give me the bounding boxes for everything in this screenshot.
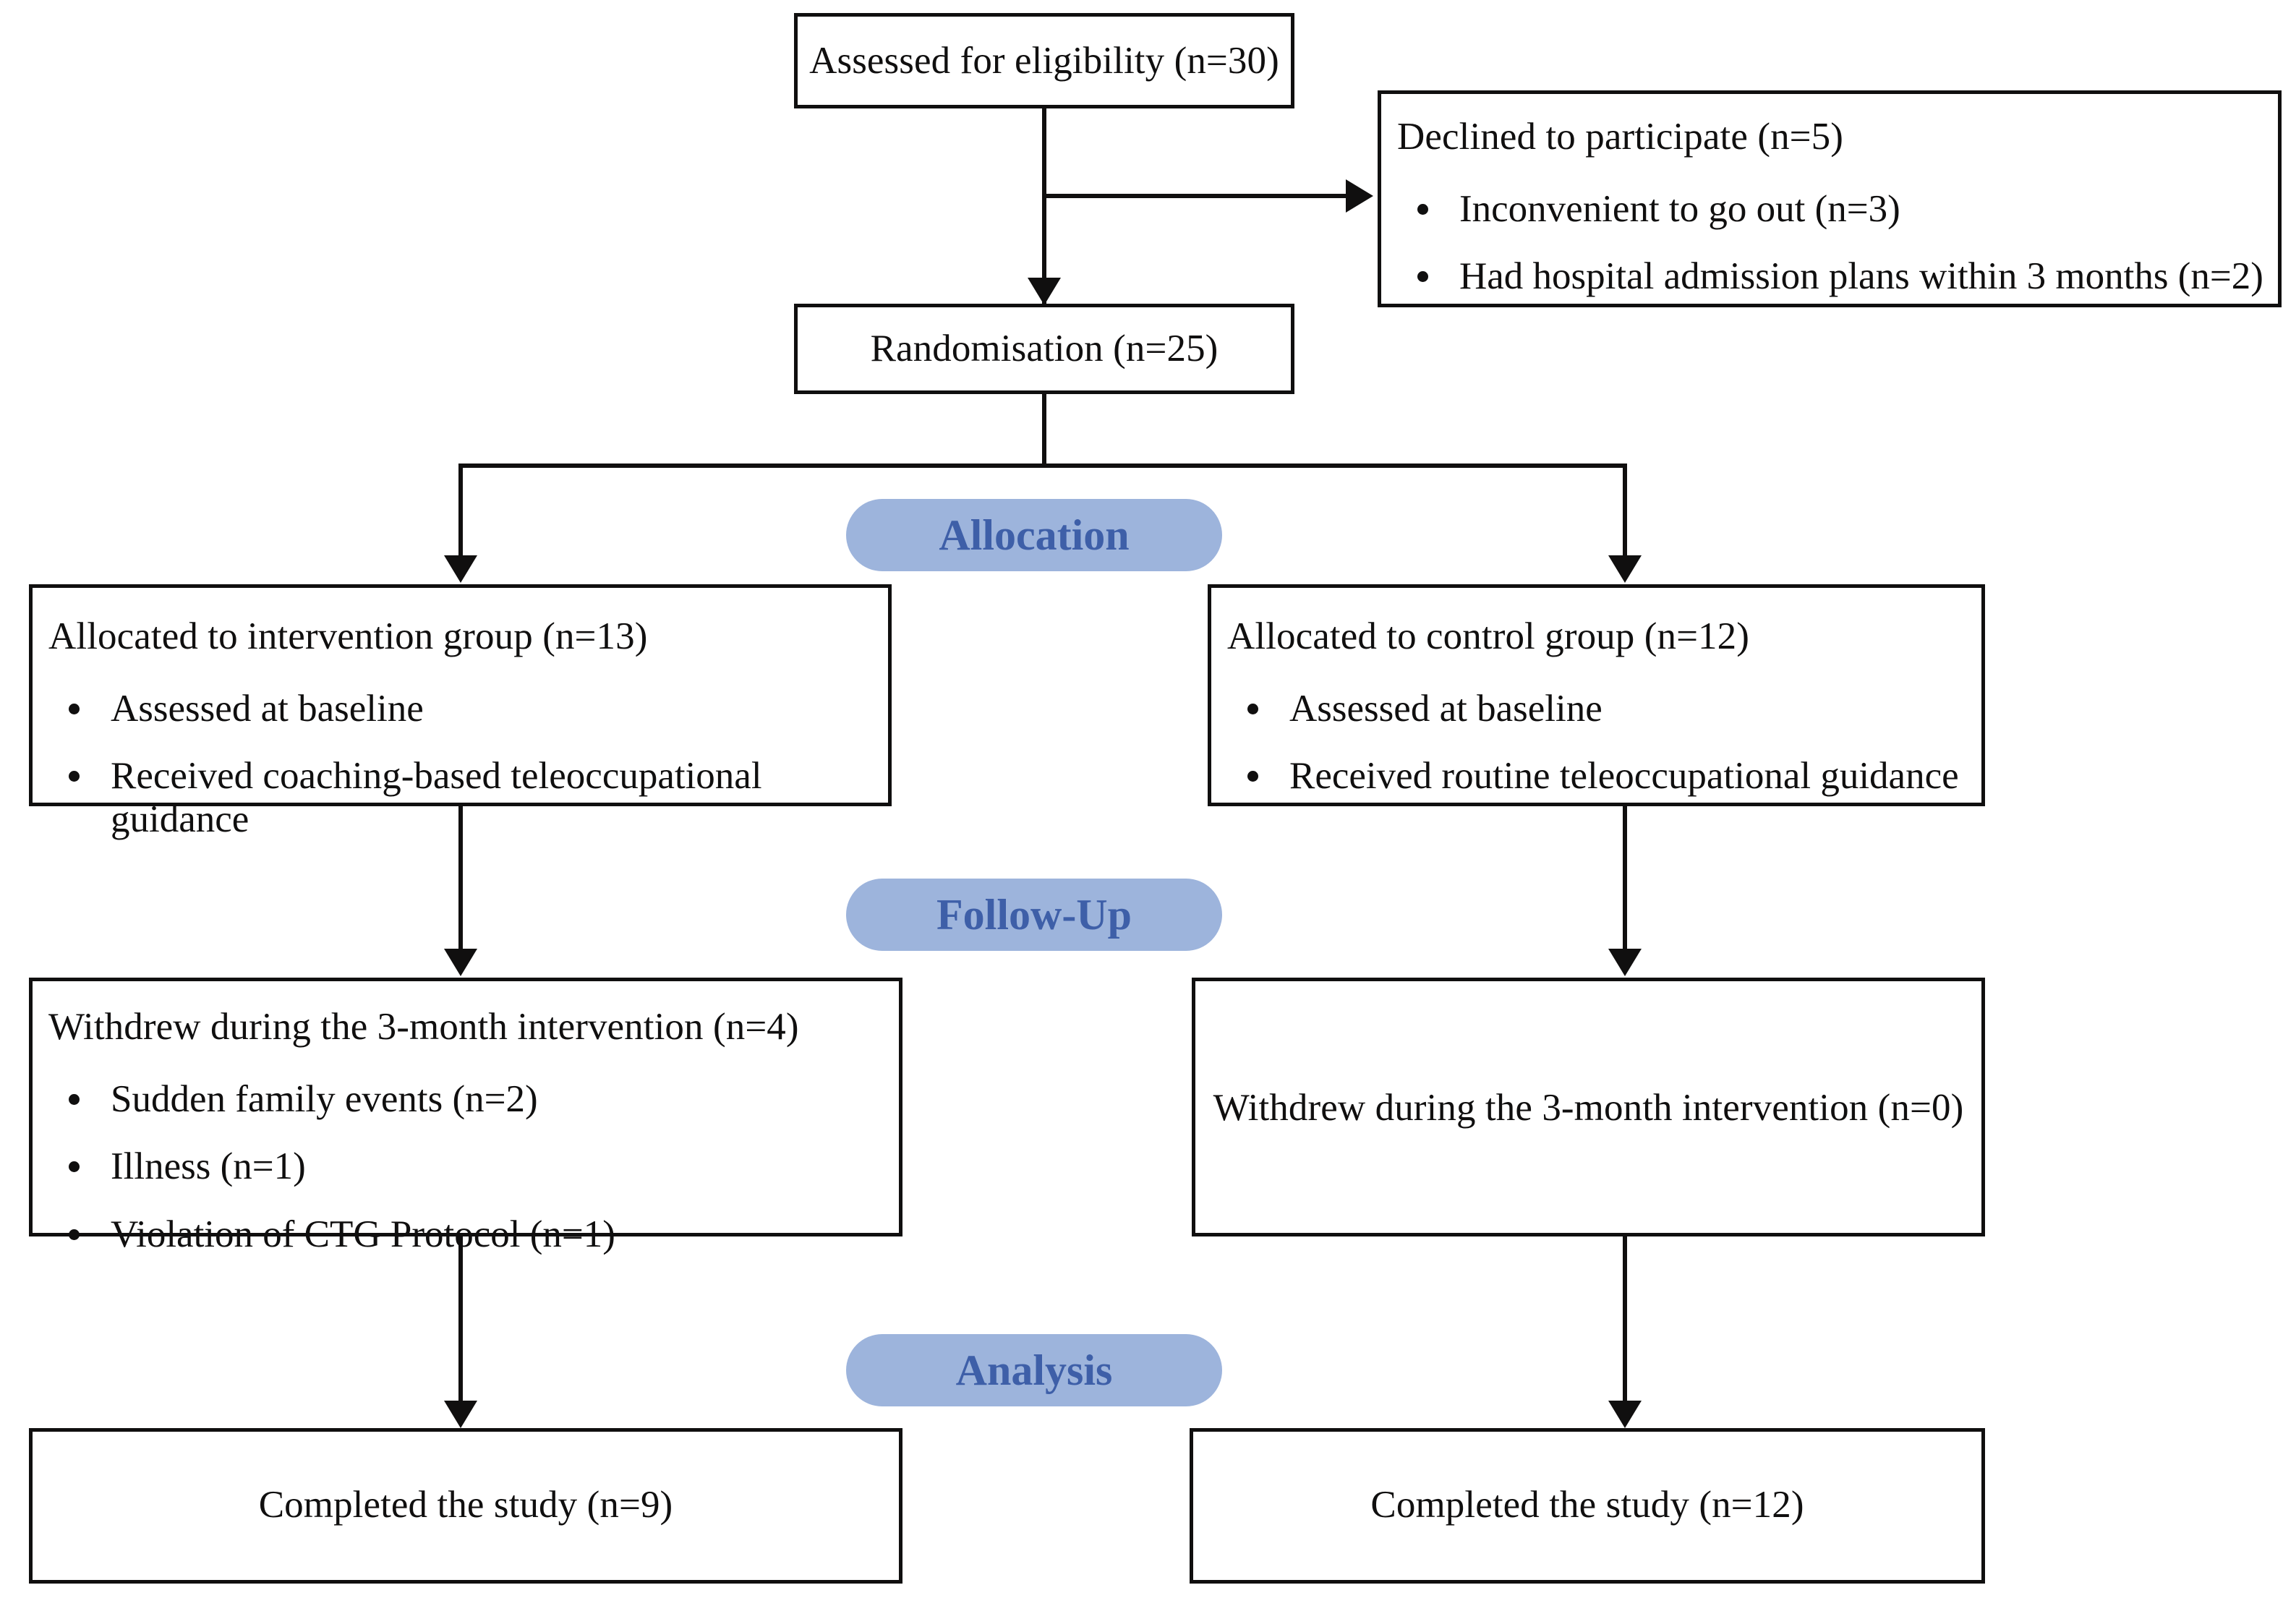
list-item: Assessed at baseline — [1227, 688, 1971, 730]
connector-followup-to-analysis-right — [1623, 1236, 1627, 1403]
bullet-icon — [1417, 204, 1428, 215]
arrowhead-to-analysis-control — [1608, 1401, 1642, 1428]
list-item: Inconvenient to go out (n=3) — [1397, 188, 2268, 231]
arrowhead-to-allocation-control — [1608, 555, 1642, 583]
list-item: Had hospital admission plans within 3 mo… — [1397, 255, 2268, 298]
arrowhead-to-allocation-intervention — [444, 555, 477, 583]
node-assessed-for-eligibility: Assessed for eligibility (n=30) — [794, 13, 1294, 108]
list-item: Received coaching-based teleoccupational… — [48, 755, 878, 841]
connector-eligibility-to-randomisation — [1042, 108, 1046, 305]
connector-split-bar — [458, 464, 1627, 468]
bullet-icon — [69, 771, 80, 782]
list-item: Illness (n=1) — [48, 1145, 889, 1188]
arrowhead-to-followup-control — [1608, 949, 1642, 976]
node-allocated-intervention: Allocated to intervention group (n=13) A… — [29, 584, 892, 840]
node-withdrew-intervention-title: Withdrew during the 3-month intervention… — [48, 1006, 799, 1048]
bullet-icon — [1247, 704, 1258, 714]
node-declined-list: Inconvenient to go out (n=3) Had hospita… — [1397, 163, 2268, 299]
stage-label-followup-text: Follow-Up — [936, 890, 1132, 939]
node-randomisation: Randomisation (n=25) — [794, 304, 1294, 394]
node-declined-to-participate: Declined to participate (n=5) Inconvenie… — [1378, 90, 2282, 307]
connector-split-right — [1623, 464, 1627, 558]
list-item: Sudden family events (n=2) — [48, 1078, 889, 1121]
node-allocated-control-title: Allocated to control group (n=12) — [1227, 615, 1750, 657]
node-allocated-control-list: Assessed at baseline Received routine te… — [1227, 663, 1971, 798]
connector-eligibility-to-declined — [1042, 194, 1346, 198]
node-completed-control: Completed the study (n=12) — [1190, 1428, 1985, 1584]
connector-randomisation-down — [1042, 394, 1046, 466]
connector-split-left — [458, 464, 463, 558]
arrowhead-to-analysis-intervention — [444, 1401, 477, 1428]
bullet-icon — [69, 704, 80, 714]
node-withdrew-intervention-list: Sudden family events (n=2) Illness (n=1)… — [48, 1054, 889, 1256]
node-allocated-intervention-title: Allocated to intervention group (n=13) — [48, 615, 648, 657]
node-allocated-control: Allocated to control group (n=12) Assess… — [1208, 584, 1985, 806]
bullet-icon — [69, 1229, 80, 1240]
node-withdrew-control-title: Withdrew during the 3-month intervention… — [1213, 1087, 1964, 1129]
connector-allocation-to-followup-left — [458, 806, 463, 951]
connector-allocation-to-followup-right — [1623, 806, 1627, 951]
list-item: Assessed at baseline — [48, 688, 878, 730]
connector-followup-to-analysis-left — [458, 1236, 463, 1403]
node-withdrew-control: Withdrew during the 3-month intervention… — [1192, 978, 1985, 1236]
bullet-icon — [69, 1161, 80, 1173]
stage-label-followup: Follow-Up — [846, 879, 1222, 951]
node-completed-control-title: Completed the study (n=12) — [1370, 1484, 1804, 1526]
node-declined-title: Declined to participate (n=5) — [1397, 116, 1844, 158]
list-item: Violation of CTG Protocol (n=1) — [48, 1213, 889, 1256]
arrowhead-to-declined — [1346, 179, 1373, 213]
node-allocated-intervention-list: Assessed at baseline Received coaching-b… — [48, 663, 878, 841]
node-randomisation-title: Randomisation (n=25) — [870, 328, 1219, 369]
arrowhead-to-randomisation — [1028, 278, 1061, 305]
bullet-icon — [1247, 771, 1258, 782]
bullet-icon — [1417, 271, 1428, 283]
stage-label-allocation: Allocation — [846, 499, 1222, 571]
node-completed-intervention-title: Completed the study (n=9) — [258, 1484, 673, 1526]
stage-label-allocation-text: Allocation — [939, 511, 1130, 559]
node-assessed-for-eligibility-title: Assessed for eligibility (n=30) — [809, 40, 1279, 82]
node-withdrew-intervention: Withdrew during the 3-month intervention… — [29, 978, 902, 1255]
list-item: Received routine teleoccupational guidan… — [1227, 755, 1971, 798]
bullet-icon — [69, 1094, 80, 1105]
stage-label-analysis-text: Analysis — [955, 1346, 1113, 1394]
stage-label-analysis: Analysis — [846, 1334, 1222, 1406]
node-completed-intervention: Completed the study (n=9) — [29, 1428, 902, 1584]
arrowhead-to-followup-intervention — [444, 949, 477, 976]
